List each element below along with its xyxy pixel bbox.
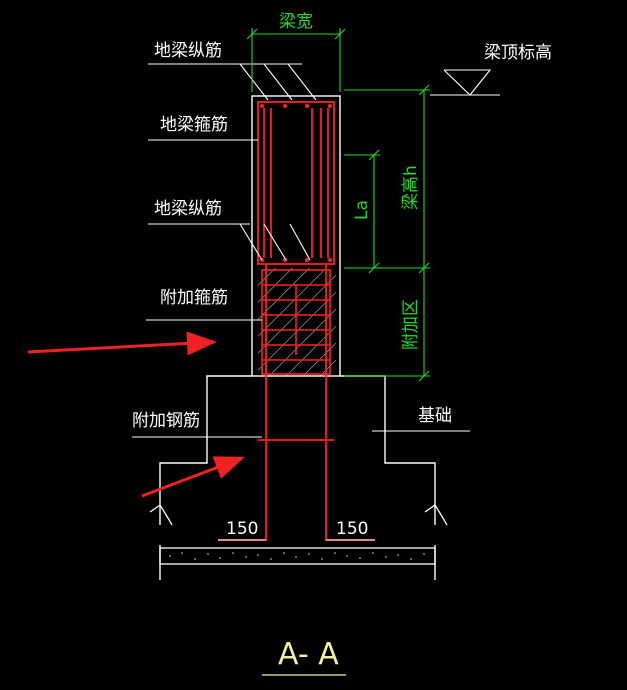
foundation-outline xyxy=(159,375,436,580)
label-beam-longitudinal-bottom: 地梁纵筋 xyxy=(154,199,222,219)
label-right-dim: 150 xyxy=(336,519,368,539)
label-beam-width: 梁宽 xyxy=(279,12,313,32)
label-additional-rebar: 附加钢筋 xyxy=(132,411,200,431)
label-anchorage-length: La xyxy=(352,200,372,220)
additional-zone-hatch xyxy=(258,268,336,376)
dimension-lines xyxy=(246,28,430,382)
label-additional-zone: 附加区 xyxy=(401,299,421,350)
label-beam-height: 梁高h xyxy=(401,165,421,210)
arrow-lower xyxy=(141,456,245,498)
beam-stirrups xyxy=(257,101,335,265)
additional-stirrups xyxy=(261,269,331,375)
leader-lines xyxy=(132,63,500,438)
cushion-layer xyxy=(159,547,436,565)
label-left-dim: 150 xyxy=(226,519,258,539)
label-beam-stirrup: 地梁箍筋 xyxy=(160,115,228,135)
annotation-arrows xyxy=(27,331,245,498)
label-beam-longitudinal-top: 地梁纵筋 xyxy=(154,41,222,61)
section-title: A- A xyxy=(278,637,339,672)
break-line-left xyxy=(149,504,173,526)
label-foundation: 基础 xyxy=(418,406,452,426)
label-beam-top-elevation: 梁顶标高 xyxy=(484,43,552,63)
break-line-right xyxy=(424,504,448,526)
beam-longitudinal-bars xyxy=(260,104,332,262)
label-additional-stirrup: 附加箍筋 xyxy=(160,288,228,308)
arrow-upper xyxy=(27,331,217,356)
